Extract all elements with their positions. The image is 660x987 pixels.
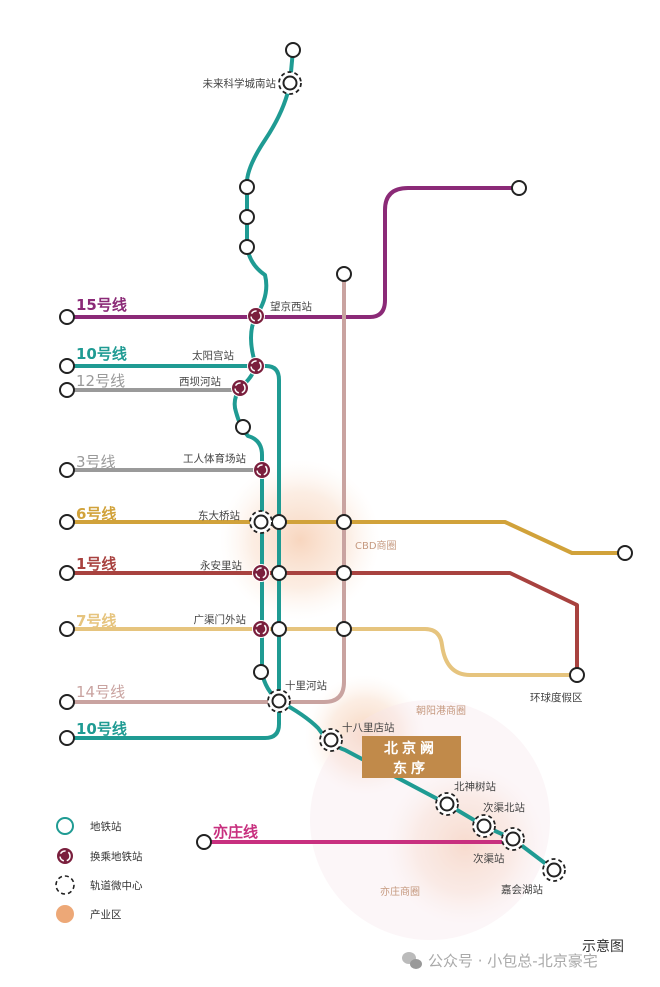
project-name-line2: 东序 <box>393 760 429 777</box>
station-label: 次渠北站 <box>483 801 525 814</box>
zone-label-yizhuang: 亦庄商圈 <box>380 885 420 898</box>
station-label: 工人体育场站 <box>183 452 246 465</box>
zone-label-cbd: CBD商圈 <box>355 539 397 552</box>
station-label: 永安里站 <box>200 559 242 572</box>
zone-label-chaoyanggang: 朝阳港商圈 <box>416 704 466 717</box>
yizhuang-zone <box>385 765 545 925</box>
legend: 地铁站 换乘地铁站 轨道微中心 产业区 <box>55 817 143 923</box>
station-label: 西坝河站 <box>179 375 221 388</box>
legend-interchange-label: 换乘地铁站 <box>90 850 143 863</box>
station-label: 广渠门外站 <box>194 613 247 626</box>
station-label: 次渠站 <box>473 852 505 865</box>
wechat-icon <box>402 952 422 969</box>
cbd-zone <box>220 460 380 620</box>
watermark: 公众号 · 小包总-北京豪宅 <box>428 952 598 970</box>
station-label: 望京西站 <box>270 300 312 313</box>
legend-interchange-icon <box>55 846 75 866</box>
legend-hub-label: 轨道微中心 <box>90 879 143 892</box>
line-14-label: 14号线 <box>76 683 125 701</box>
legend-hub-icon <box>55 875 75 895</box>
project-name-line1: 北京阙 <box>384 740 438 757</box>
line-1 <box>65 571 579 676</box>
station-label: 环球度假区 <box>530 691 583 704</box>
station-label: 北神树站 <box>454 780 496 793</box>
line-10-label: 10号线 <box>76 345 127 363</box>
project-label: 北京阙 东序 <box>362 736 461 778</box>
line-yizhuang-label: 亦庄线 <box>213 823 258 841</box>
line-12-label: 12号线 <box>76 372 125 390</box>
legend-industry-icon <box>56 905 74 923</box>
line-10 <box>65 364 281 740</box>
legend-industry-label: 产业区 <box>90 908 122 921</box>
line-7 <box>65 627 579 677</box>
station-label: 未来科学城南站 <box>203 77 277 90</box>
legend-station-label: 地铁站 <box>90 820 122 833</box>
line-15 <box>65 186 521 319</box>
diagram-note: 示意图 <box>582 938 624 955</box>
line-14 <box>65 273 346 704</box>
station-label: 十八里店站 <box>342 721 395 734</box>
line-10-south-label: 10号线 <box>76 720 127 738</box>
legend-station-icon <box>56 817 74 835</box>
station-label: 太阳宫站 <box>192 349 234 362</box>
line-15-label: 15号线 <box>76 296 127 314</box>
station-label: 东大桥站 <box>198 509 240 522</box>
station-label: 嘉会湖站 <box>501 883 543 896</box>
line-3-label: 3号线 <box>76 453 116 471</box>
line-7-label: 7号线 <box>76 612 116 630</box>
line-6-label: 6号线 <box>76 505 116 523</box>
station-label: 十里河站 <box>285 679 327 692</box>
line-1-label: 1号线 <box>76 555 116 573</box>
